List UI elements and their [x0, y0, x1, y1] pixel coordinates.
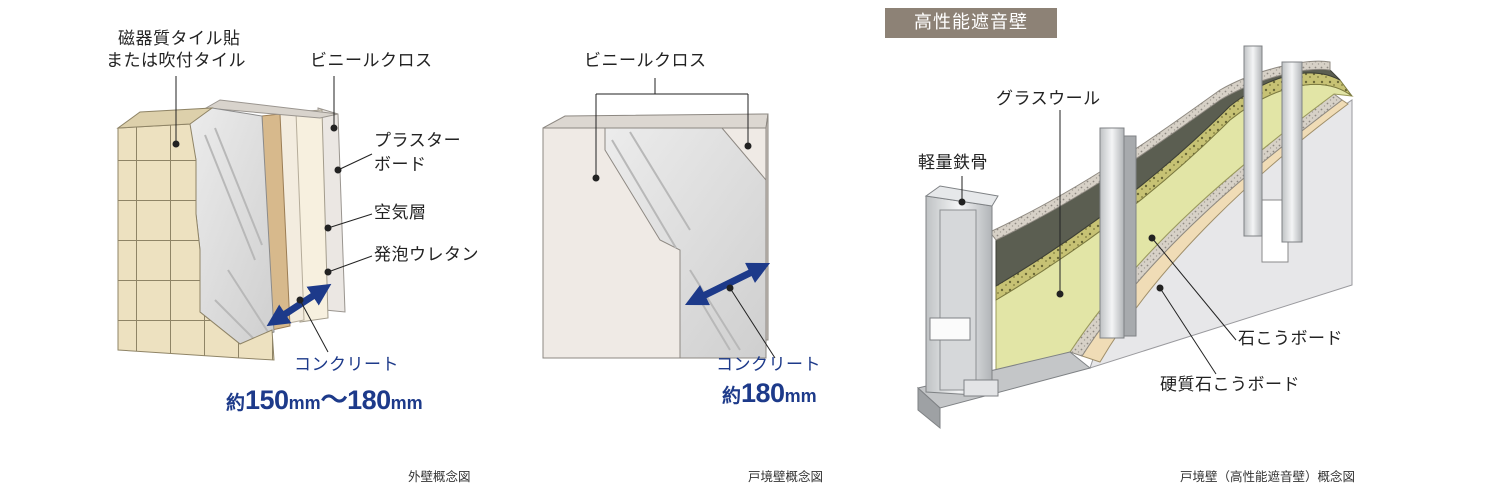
thickness-prefix: 約: [722, 386, 742, 407]
urethane-label: 発泡ウレタン: [374, 245, 479, 265]
thickness-value: 180: [741, 378, 785, 408]
partition-leader-lines: [592, 78, 776, 359]
partition-thickness-value: 約180mm: [722, 378, 817, 409]
sound-insulation-wall-illustration: [916, 45, 1354, 430]
vinyl-cross-label-2: ビニールクロス: [584, 51, 707, 71]
concrete-thickness-arrow-2: [684, 262, 771, 306]
thickness-unit: mm: [390, 393, 423, 413]
thickness-unit: mm: [784, 386, 817, 406]
thickness-min: 150: [245, 385, 289, 415]
partition-wall-caption: 戸境壁概念図: [748, 469, 824, 484]
concrete-thickness-arrow: [266, 283, 332, 327]
concrete-label: コンクリート: [294, 355, 399, 375]
exterior-thickness-value: 約150mm～180mm: [226, 378, 423, 417]
exterior-wall-caption: 外壁概念図: [408, 469, 471, 484]
partition-wall-illustration: [542, 78, 776, 359]
concrete-label-2: コンクリート: [716, 355, 821, 375]
thickness-max: 180: [347, 385, 391, 415]
plaster-board-label-line2: ボード: [374, 155, 427, 175]
thickness-unit: mm: [288, 393, 321, 413]
light-steel-label: 軽量鉄骨: [918, 153, 988, 173]
exterior-leader-lines: [172, 76, 373, 353]
hard-gypsum-board-label: 硬質石こうボード: [1160, 375, 1300, 395]
air-layer-label: 空気層: [374, 203, 427, 223]
high-performance-badge: 高性能遮音壁: [885, 8, 1057, 38]
concrete-layer: [187, 107, 275, 345]
sound-insulation-wall-caption: 戸境壁（高性能遮音壁）概念図: [1180, 469, 1356, 484]
tile-face: [117, 123, 275, 361]
exterior-wall-illustration: [116, 76, 373, 361]
vinyl-cross-label: ビニールクロス: [310, 51, 433, 71]
light-steel-frame: [924, 185, 999, 397]
thickness-range-sep: ～: [320, 385, 348, 415]
thickness-prefix: 約: [226, 393, 246, 414]
tile-label-line1: 磁器質タイル貼: [118, 29, 241, 49]
tile-label-line2: または吹付タイル: [106, 51, 246, 71]
steel-studs: [1099, 45, 1303, 339]
gypsum-board-label: 石こうボード: [1238, 329, 1343, 349]
plaster-board-label-line1: プラスター: [374, 131, 462, 151]
glass-wool-label: グラスウール: [996, 89, 1101, 109]
insulation-leader-lines: [958, 110, 1237, 375]
